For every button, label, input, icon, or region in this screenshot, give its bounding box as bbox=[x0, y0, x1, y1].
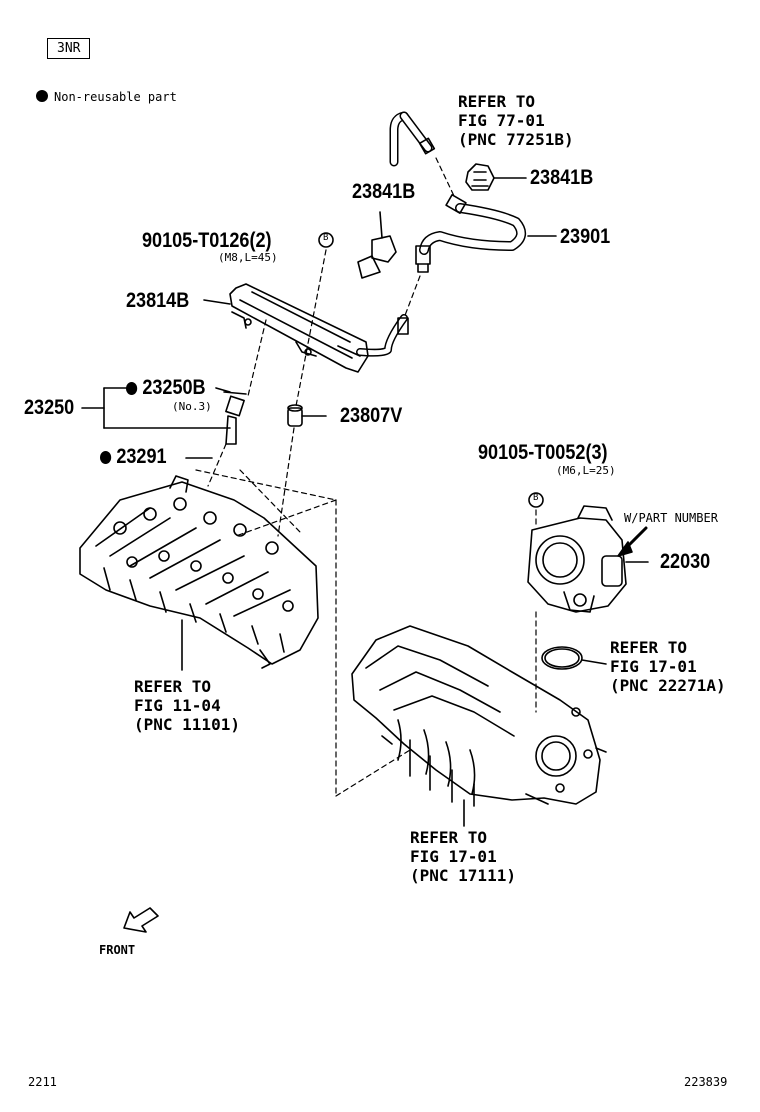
leader-lines bbox=[81, 235, 557, 429]
refer-fig17-gasket: REFER TO FIG 17-01 (PNC 22271A) bbox=[610, 638, 726, 695]
insulator-part bbox=[287, 404, 327, 427]
part-23841b-left: 23841B bbox=[352, 180, 416, 203]
part-23291-number: 23291 bbox=[116, 445, 167, 468]
bolt-marker-1-letter: B bbox=[323, 233, 329, 243]
bolt-90105-t0052: 90105-T0052(3) bbox=[478, 441, 608, 464]
non-reusable-mark-icon bbox=[126, 382, 138, 395]
throttle-body-part bbox=[527, 505, 649, 613]
part-23807v: 23807V bbox=[340, 404, 403, 427]
fuel-hose-part bbox=[356, 111, 527, 357]
bolt-marker-2-letter: B bbox=[533, 493, 539, 503]
refer-fig11-line3: (PNC 11101) bbox=[134, 715, 240, 734]
part-23250b: 23250B bbox=[126, 377, 206, 398]
intake-manifold-part bbox=[351, 625, 607, 827]
footer-diagram-id: 223839 bbox=[684, 1075, 728, 1089]
assembly-guide-lines bbox=[195, 157, 537, 797]
part-23814b: 23814B bbox=[126, 289, 190, 312]
legend: Non-reusable part bbox=[36, 90, 177, 103]
gasket-part bbox=[541, 646, 607, 670]
non-reusable-mark-icon bbox=[100, 451, 112, 464]
refer-fig77-line1: REFER TO bbox=[458, 92, 536, 111]
legend-text: Non-reusable part bbox=[54, 90, 177, 104]
refer-fig17b-line1: REFER TO bbox=[410, 828, 488, 847]
engine-code: 3NR bbox=[57, 41, 81, 56]
w-part-number-note: W/PART NUMBER bbox=[624, 511, 718, 525]
refer-fig17a-line3: (PNC 22271A) bbox=[610, 676, 726, 695]
clamp-right-part bbox=[465, 163, 527, 191]
front-arrow-icon bbox=[123, 907, 159, 933]
part-23901: 23901 bbox=[560, 225, 611, 248]
refer-fig17b-line2: FIG 17-01 bbox=[410, 847, 497, 866]
refer-fig77-line3: (PNC 77251B) bbox=[458, 130, 574, 149]
refer-fig11-line1: REFER TO bbox=[134, 677, 212, 696]
part-23250b-note: (No.3) bbox=[172, 400, 212, 413]
part-22030: 22030 bbox=[660, 550, 711, 573]
part-23250b-number: 23250B bbox=[142, 376, 206, 399]
refer-fig11: REFER TO FIG 11-04 (PNC 11101) bbox=[134, 677, 240, 734]
clamp-left-part bbox=[357, 211, 397, 279]
refer-fig17b-line3: (PNC 17111) bbox=[410, 866, 516, 885]
cylinder-head-part bbox=[79, 475, 319, 671]
bullet-icon bbox=[36, 90, 48, 102]
bolt-90105-t0126: 90105-T0126(2) bbox=[142, 229, 272, 252]
refer-fig11-line2: FIG 11-04 bbox=[134, 696, 221, 715]
bolt-90105-t0052-spec: (M6,L=25) bbox=[556, 464, 616, 477]
part-23291: 23291 bbox=[100, 446, 167, 467]
footer-page-code: 2211 bbox=[28, 1075, 57, 1089]
refer-fig77-line2: FIG 77-01 bbox=[458, 111, 545, 130]
refer-fig17a-line2: FIG 17-01 bbox=[610, 657, 697, 676]
injector-part bbox=[223, 391, 247, 445]
bolt-90105-t0126-spec: (M8,L=45) bbox=[218, 251, 278, 264]
refer-fig17a-line1: REFER TO bbox=[610, 638, 688, 657]
part-23250: 23250 bbox=[24, 396, 75, 419]
part-23841b-right: 23841B bbox=[530, 166, 594, 189]
engine-code-badge: 3NR bbox=[47, 38, 91, 59]
front-label: FRONT bbox=[99, 943, 136, 957]
bolt-marker-1 bbox=[318, 232, 334, 248]
refer-fig17-manifold: REFER TO FIG 17-01 (PNC 17111) bbox=[410, 828, 516, 885]
refer-fig77: REFER TO FIG 77-01 (PNC 77251B) bbox=[458, 92, 574, 149]
fuel-rail-part bbox=[203, 283, 369, 373]
bolt-marker-2 bbox=[528, 492, 544, 508]
